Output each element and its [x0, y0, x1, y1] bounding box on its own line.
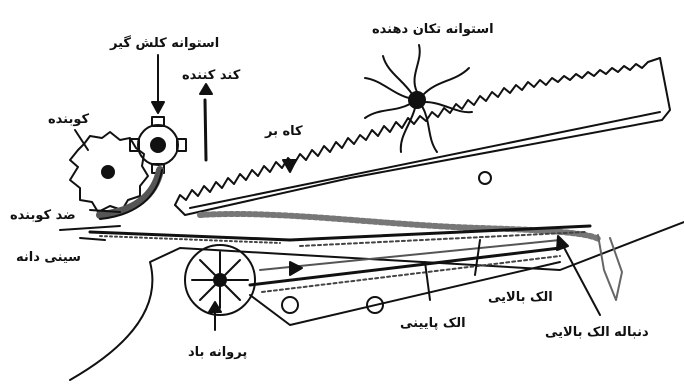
straw-walker-inner — [190, 112, 660, 208]
straw-walker-deck — [175, 58, 660, 205]
feeder-arrowhead — [200, 84, 212, 94]
label-lower-sieve: الک پایینی — [400, 316, 466, 331]
fan-outlet-arrowhead — [290, 262, 302, 275]
straw-walker-base — [175, 58, 670, 215]
label-grain-pan: سینی دانه — [16, 250, 81, 265]
frame-line — [60, 226, 120, 230]
leader-extension-head — [557, 236, 568, 250]
fan-icon — [185, 245, 255, 315]
chaff-stream-tail — [598, 235, 622, 300]
label-shaker-cylinder: استوانه تکان دهنده — [372, 22, 494, 37]
eccentric-left — [282, 297, 298, 313]
feeder-rod — [205, 100, 206, 160]
label-upper-sieve-extension: دنباله الک بالایی — [545, 325, 649, 340]
straw-walker-arrowhead — [283, 160, 296, 172]
leader-grain-pan — [80, 238, 105, 240]
pickup-arrowhead — [152, 102, 164, 113]
label-upper-sieve: الک بالایی — [488, 290, 553, 305]
label-fan: پروانه باد — [188, 345, 247, 360]
label-feeder: کند کننده — [182, 68, 240, 83]
label-concave: ضد کوبنده — [10, 208, 76, 223]
label-straw-walker: کاه بر — [265, 124, 303, 139]
label-pickup-cylinder: استوانه کلش گیر — [110, 36, 219, 51]
walker-pivot — [479, 172, 491, 184]
label-beater: کوبنده — [48, 112, 89, 127]
pickup-cylinder-icon — [130, 117, 186, 173]
shaker-cylinder-icon — [365, 45, 472, 152]
leader-extension — [560, 240, 600, 315]
